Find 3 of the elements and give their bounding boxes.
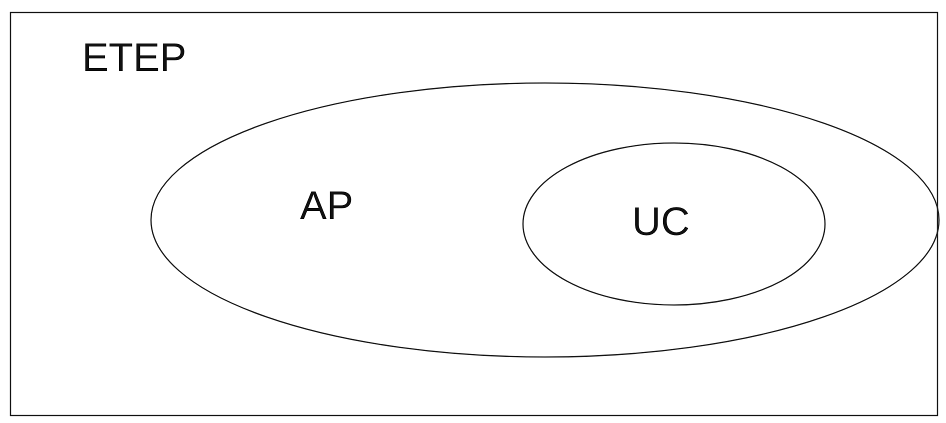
region-label: UC <box>632 202 690 242</box>
region-label: ETEP <box>82 38 186 78</box>
region-label: AP <box>300 186 354 226</box>
